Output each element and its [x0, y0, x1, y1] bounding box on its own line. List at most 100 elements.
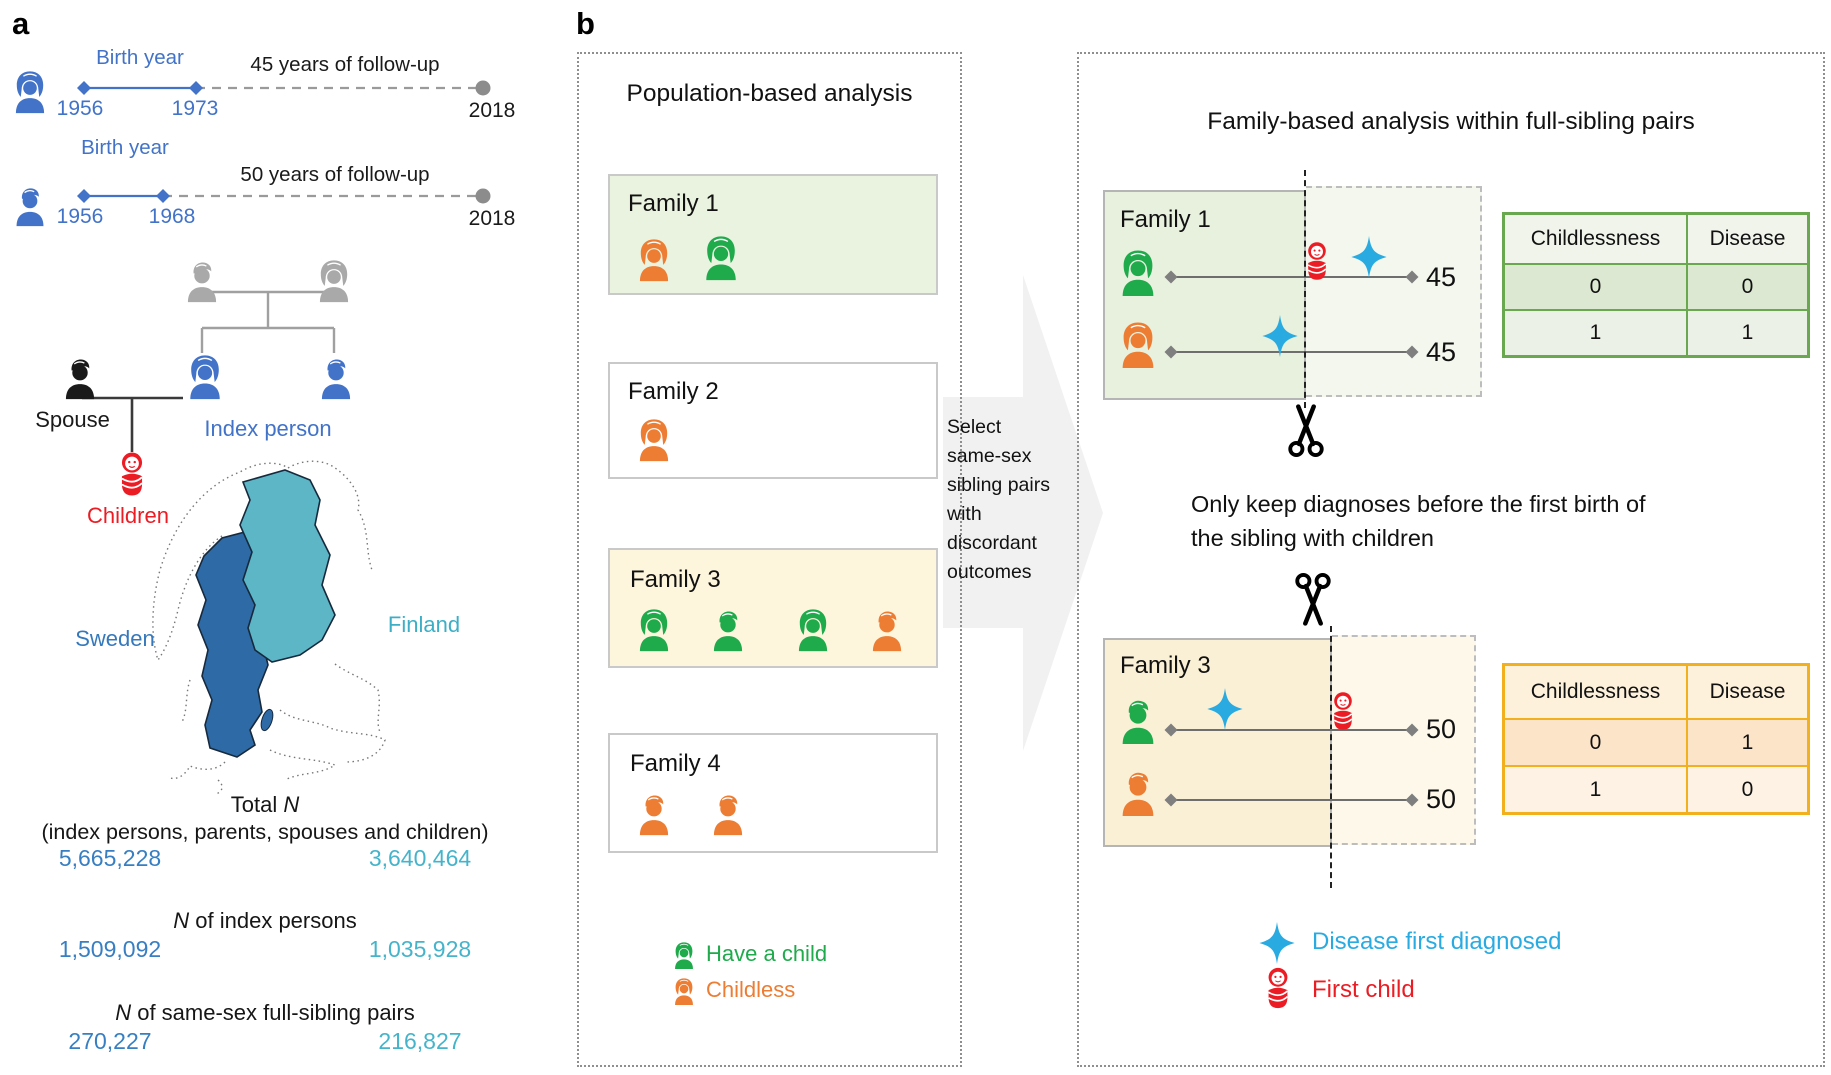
sweden-total-n: 5,665,228 [58, 845, 162, 871]
index-person-icon [182, 350, 228, 404]
disease-star-legend-icon [1256, 919, 1298, 967]
childless-female-icon [1114, 318, 1162, 372]
panel-a-label: a [12, 6, 30, 41]
followup-age: 45 [1426, 337, 1457, 367]
childless-male-icon [632, 790, 676, 838]
family-3-label: Family 3 [630, 566, 721, 593]
child-male-icon [1114, 694, 1162, 748]
first-child-legend-label: First child [1312, 976, 1415, 1003]
father-icon [180, 255, 224, 307]
childless-male-icon [865, 606, 909, 654]
childless-legend-label: Childless [706, 977, 796, 1002]
censoring-cut-line [1330, 626, 1332, 888]
selection-arrow-text: Select same-sex sibling pairs with disco… [947, 416, 1050, 583]
family-3-outcome-table: Childlessness Disease 0 1 1 0 [1502, 663, 1810, 815]
finland-total-n: 3,640,464 [368, 845, 472, 871]
childless-male-icon [706, 790, 750, 838]
sweden-pairs-n: 270,227 [68, 1028, 152, 1054]
followup-age: 50 [1426, 784, 1457, 814]
child-female-icon [1114, 246, 1162, 300]
family-3-timelines [1164, 723, 1419, 807]
have-child-legend-icon [670, 940, 698, 971]
table-row: 1 1 [1504, 310, 1808, 356]
disease-star-icon [1259, 312, 1301, 360]
have-child-legend-label: Have a child [706, 941, 828, 966]
timeline-2-graphic [77, 188, 491, 204]
family-4-label: Family 4 [630, 750, 721, 777]
followup-age: 45 [1426, 262, 1457, 292]
scissors-icon [1293, 572, 1333, 626]
table-header-row: Childlessness Disease [1504, 665, 1808, 719]
censoring-cut-line [1304, 170, 1306, 408]
endpoint-dot [475, 80, 491, 96]
family-3-label: Family 3 [1120, 652, 1211, 679]
selection-arrow [943, 275, 1103, 751]
censoring-note: Only keep diagnoses before the first bir… [1191, 491, 1646, 551]
birth-year-label: Birth year [81, 136, 169, 159]
sibling-icon [314, 352, 358, 404]
family-1-followup-region [1306, 186, 1482, 397]
endpoint-dot [475, 188, 491, 204]
population-analysis-panel [577, 52, 962, 1067]
final-year: 2018 [468, 99, 516, 122]
childless-legend-icon [670, 976, 698, 1007]
first-child-legend-icon [1263, 966, 1293, 1010]
finland-label: Finland [387, 612, 461, 637]
scissors-icon [1286, 404, 1326, 458]
children-label: Children [87, 503, 169, 528]
table-header-row: Childlessness Disease [1504, 214, 1808, 264]
stat-subtitle: (index persons, parents, spouses and chi… [41, 820, 489, 844]
disease-legend-label: Disease first diagnosed [1312, 928, 1562, 955]
table-row: 0 0 [1504, 264, 1808, 310]
index-person-label: Index person [204, 416, 332, 441]
finland-shape [239, 469, 336, 663]
mother-icon [312, 255, 356, 307]
end-year: 1973 [171, 97, 219, 120]
disease-star-icon [1348, 233, 1390, 281]
family-1-timelines [1164, 270, 1419, 359]
disease-star-icon [1204, 685, 1246, 733]
start-year: 1956 [56, 205, 104, 228]
scandinavia-map [152, 460, 386, 795]
first-child-baby-icon [1303, 240, 1331, 282]
family-analysis-title: Family-based analysis within full-siblin… [1207, 108, 1695, 135]
table-row: 0 1 [1504, 719, 1808, 766]
stat-title-sibling-pairs: N of same-sex full-sibling pairs [115, 1000, 415, 1025]
stat-title-total-n: Total N [230, 792, 300, 817]
first-child-baby-icon [1329, 690, 1357, 732]
finland-pairs-n: 216,827 [378, 1028, 462, 1054]
neighbor-borders [152, 460, 386, 795]
followup-age: 50 [1426, 714, 1457, 744]
child-female-icon [632, 606, 676, 654]
table-row: 1 0 [1504, 766, 1808, 813]
followup-label: 45 years of follow-up [250, 53, 440, 76]
family-1-label: Family 1 [1120, 206, 1211, 233]
sweden-index-n: 1,509,092 [58, 936, 162, 962]
family-tree-lines [82, 290, 336, 452]
panel-b-label: b [576, 6, 595, 41]
child-female-icon [698, 232, 744, 284]
final-year: 2018 [468, 207, 516, 230]
gotland-island [260, 708, 274, 732]
followup-label: 50 years of follow-up [240, 163, 430, 186]
childless-female-icon [632, 416, 676, 464]
population-analysis-title: Population-based analysis [626, 80, 913, 107]
childless-male-icon [1114, 766, 1162, 820]
family-2-label: Family 2 [628, 378, 719, 405]
stat-title-index-persons: N of index persons [173, 908, 357, 933]
birth-year-label: Birth year [96, 46, 184, 69]
family-analysis-panel [1077, 52, 1825, 1067]
timeline-1-graphic [77, 80, 491, 96]
child-female-icon [791, 606, 835, 654]
spouse-label: Spouse [35, 407, 110, 432]
child-male-icon [706, 606, 750, 654]
family-3-followup-region [1332, 635, 1476, 845]
start-year: 1956 [56, 97, 104, 120]
family-1-outcome-table: Childlessness Disease 0 0 1 1 [1502, 212, 1810, 358]
spouse-icon [58, 352, 102, 404]
childless-female-icon [632, 236, 676, 284]
finland-index-n: 1,035,928 [368, 936, 472, 962]
family-1-label: Family 1 [628, 190, 719, 217]
sweden-label: Sweden [75, 626, 155, 651]
